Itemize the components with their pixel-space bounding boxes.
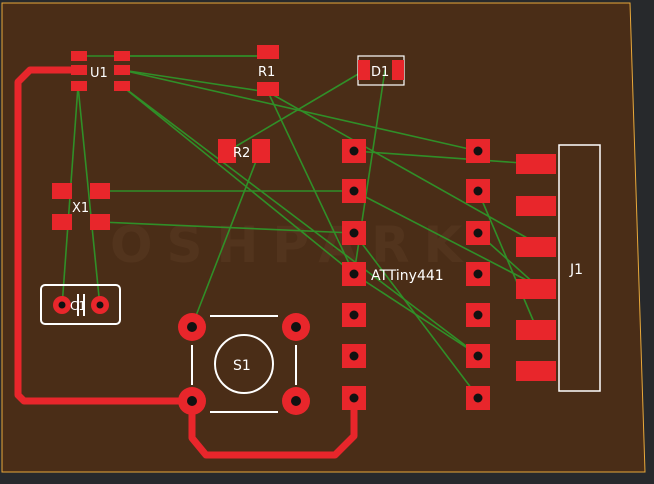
mcu-drill xyxy=(473,310,483,320)
u1-pad[interactable] xyxy=(114,65,130,75)
mcu-drill xyxy=(473,393,483,403)
r1-pad[interactable] xyxy=(257,82,279,96)
s1-drill xyxy=(291,396,301,406)
component-c1[interactable]: C1 xyxy=(40,284,121,325)
c1-outline xyxy=(40,284,121,325)
airwire xyxy=(353,150,537,165)
j1-pad[interactable] xyxy=(516,320,556,340)
mcu-drill xyxy=(349,146,359,156)
x1-pad[interactable] xyxy=(90,183,110,199)
component-j1[interactable]: J1 xyxy=(516,144,601,392)
mcu-left-pads xyxy=(342,139,366,410)
airwire xyxy=(121,85,479,356)
j1-outline xyxy=(558,144,601,392)
u1-pad[interactable] xyxy=(114,51,130,61)
board-outline xyxy=(1,2,646,473)
component-u1[interactable]: U1 xyxy=(71,51,130,91)
r2-pad[interactable] xyxy=(252,139,270,163)
mcu-drill xyxy=(349,351,359,361)
mcu-drill xyxy=(473,186,483,196)
c1-label: C1 xyxy=(70,299,86,313)
airwire xyxy=(121,69,269,93)
j1-label: J1 xyxy=(569,262,583,278)
ratsnest xyxy=(61,55,537,398)
mcu-drill xyxy=(473,146,483,156)
j1-pad[interactable] xyxy=(516,196,556,216)
airwire xyxy=(191,150,261,327)
s1-label: S1 xyxy=(233,358,251,374)
x1-pad[interactable] xyxy=(52,214,72,230)
r1-label: R1 xyxy=(258,65,275,80)
d1-pad[interactable] xyxy=(392,60,404,80)
airwire xyxy=(77,85,101,308)
component-r2[interactable]: R2 xyxy=(218,139,270,163)
component-attiny441[interactable]: ATTiny441 xyxy=(342,139,490,410)
d1-label: D1 xyxy=(371,65,389,80)
s1-drill xyxy=(187,322,197,332)
mcu-label: ATTiny441 xyxy=(371,268,444,284)
copper-traces xyxy=(14,66,358,459)
s1-drill xyxy=(291,322,301,332)
j1-pad[interactable] xyxy=(516,154,556,174)
j1-pad[interactable] xyxy=(516,237,556,257)
s1-drill xyxy=(187,396,197,406)
airwire xyxy=(99,221,355,234)
d1-pad[interactable] xyxy=(358,60,370,80)
trace-s1-to-mcu xyxy=(188,394,358,459)
airwire xyxy=(227,69,366,152)
r2-label: R2 xyxy=(233,146,250,161)
component-s1[interactable]: S1 xyxy=(178,313,310,415)
component-d1[interactable]: D1 xyxy=(357,55,405,86)
airwire xyxy=(267,91,537,244)
u1-pad[interactable] xyxy=(71,51,87,61)
r1-pad[interactable] xyxy=(257,45,279,59)
u1-label: U1 xyxy=(90,66,108,81)
j1-pad[interactable] xyxy=(516,279,556,299)
mcu-drill xyxy=(349,269,359,279)
mcu-drill xyxy=(349,228,359,238)
u1-pad[interactable] xyxy=(114,81,130,91)
c1-drill xyxy=(96,301,104,309)
mcu-drill xyxy=(473,228,483,238)
airwire xyxy=(121,85,355,275)
mcu-drill xyxy=(473,351,483,361)
mcu-drill xyxy=(473,269,483,279)
airwire xyxy=(353,273,479,356)
r2-pad[interactable] xyxy=(218,139,236,163)
trace-u1-to-s1 xyxy=(14,66,196,405)
component-r1[interactable]: R1 xyxy=(257,45,279,96)
mcu-drill xyxy=(349,310,359,320)
s1-actuator xyxy=(214,334,274,394)
mcu-right-pads xyxy=(466,139,490,410)
j1-pad[interactable] xyxy=(516,361,556,381)
mcu-drill xyxy=(349,393,359,403)
x1-pad[interactable] xyxy=(90,214,110,230)
x1-pad[interactable] xyxy=(52,183,72,199)
airwire xyxy=(267,91,355,275)
c1-drill xyxy=(58,301,66,309)
airwire xyxy=(353,190,537,286)
u1-pad[interactable] xyxy=(71,65,87,75)
u1-pad[interactable] xyxy=(71,81,87,91)
x1-label: X1 xyxy=(72,201,89,216)
mcu-drill xyxy=(349,186,359,196)
component-x1[interactable]: X1 xyxy=(52,183,110,230)
